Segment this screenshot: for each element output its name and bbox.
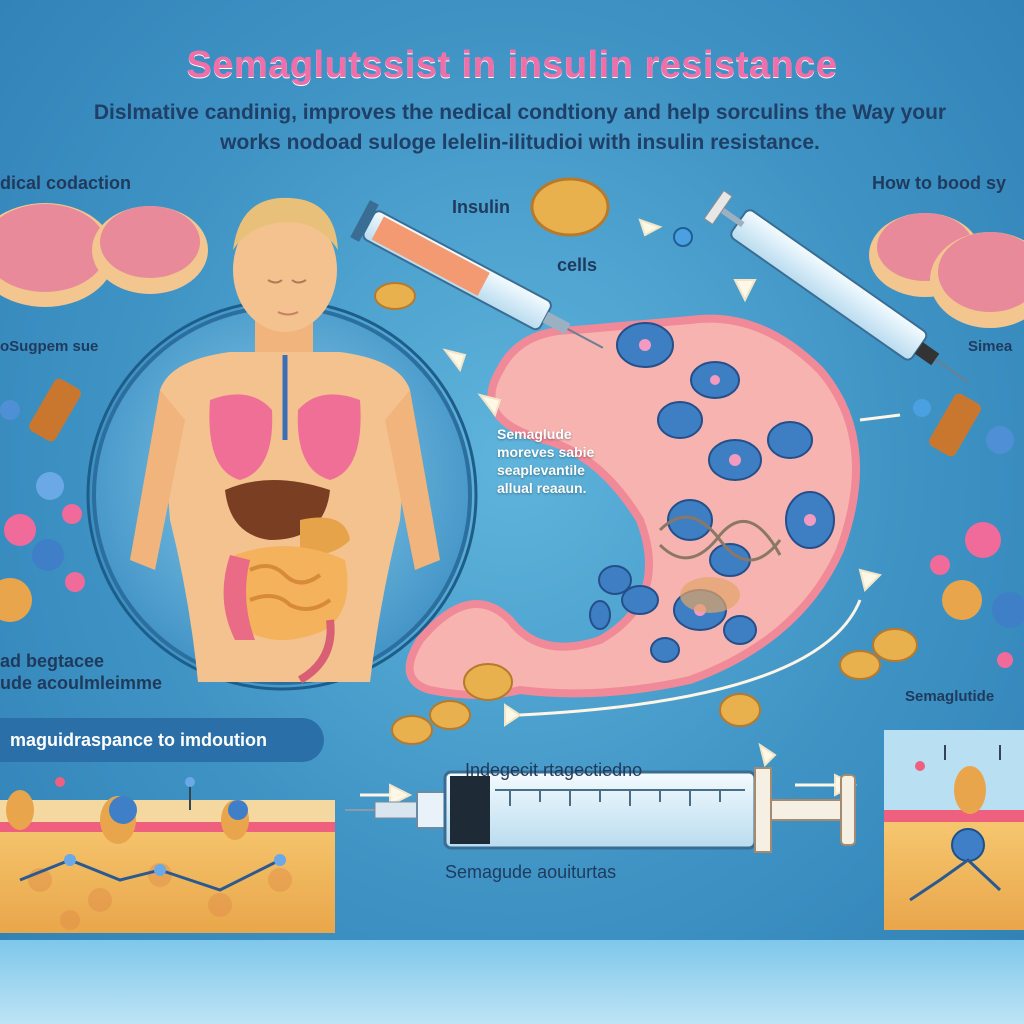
upper-syringe-right: [703, 189, 969, 384]
tissue-panel-right: [884, 730, 1024, 930]
human-figure: [130, 197, 440, 684]
label-cells: cells: [557, 255, 598, 275]
right-cookies: [869, 213, 1024, 328]
large-syringe: [345, 767, 856, 853]
page-subtitle: Dislmative candinig, improves the nedica…: [93, 101, 947, 154]
label-insulin: Insulin: [452, 197, 510, 217]
banner-left: maguidraspance to imdoution: [0, 718, 324, 762]
insulin-cell: [530, 177, 693, 247]
tissue-panel-left: [0, 777, 335, 933]
upper-syringe-left: [350, 200, 604, 349]
left-molecules: [0, 378, 85, 622]
label-right-mid: Simea: [968, 338, 1013, 355]
label-syringe-caption: Semagude aouiturtas: [445, 862, 617, 882]
label-mid-bottom: Indegecit rtagectiedno: [465, 760, 643, 780]
label-top-left: dical codaction: [0, 173, 132, 193]
right-molecules: [913, 393, 1024, 668]
flow-arrows: [389, 218, 882, 807]
label-left-mid: oSugpem sue: [0, 338, 99, 355]
page-title: Semaglutssist in insulin resistance: [186, 44, 838, 86]
label-right-lower: Semaglutide: [905, 688, 995, 705]
label-top-right: How to bood sy: [872, 173, 1006, 193]
label-center-note: Semaglude moreves sabie seaplevantile al…: [497, 426, 595, 496]
stomach: [405, 314, 860, 699]
label-left-lower: ad begtacee ude acoulmleimme: [0, 651, 163, 693]
bottom-bar: [0, 940, 1024, 1024]
left-cookies: [0, 203, 208, 307]
pellets: [374, 282, 918, 745]
flow-curves: [360, 413, 901, 797]
